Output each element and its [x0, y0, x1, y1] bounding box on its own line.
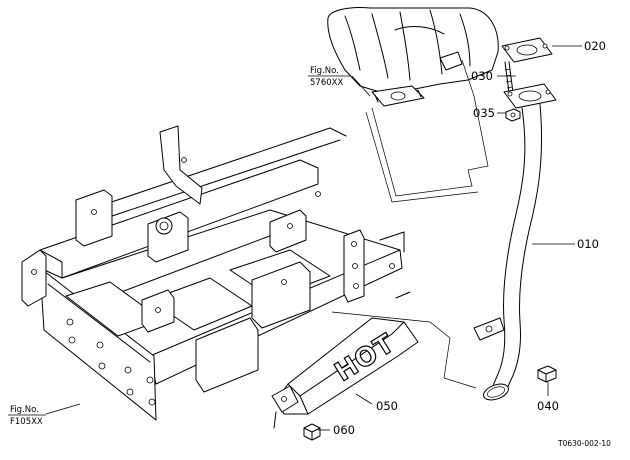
turbo-exhaust-body	[327, 7, 499, 107]
fig-ref-lower-code: F105XX	[10, 417, 43, 427]
flange-nut	[505, 108, 521, 122]
callout-020: 020	[584, 39, 606, 53]
fig-ref-upper-code: 5760XX	[310, 78, 343, 88]
cover-bolt	[303, 423, 321, 441]
fig-ref-upper: Fig.No. 5760XX	[308, 66, 350, 88]
callout-035: 035	[473, 106, 495, 120]
pipe-bolt	[537, 365, 557, 383]
phantom-outline-upper	[371, 59, 489, 197]
fig-ref-lower: Fig.No. F105XX	[8, 405, 46, 427]
callout-030: 030	[471, 69, 493, 83]
gasket-upper	[501, 37, 553, 63]
chassis-frame	[21, 125, 411, 421]
exhaust-pipe	[473, 103, 543, 401]
drawing-code: T0630-002-10	[557, 439, 611, 448]
callout-010: 010	[577, 237, 599, 251]
callout-040: 040	[537, 399, 559, 413]
fig-ref-lower-label: Fig.No.	[10, 405, 39, 415]
callout-060: 060	[333, 423, 355, 437]
callout-050: 050	[376, 399, 398, 413]
fig-ref-upper-label: Fig.No.	[310, 66, 339, 76]
pipe-flange	[503, 83, 557, 109]
leader-lines	[45, 45, 582, 431]
